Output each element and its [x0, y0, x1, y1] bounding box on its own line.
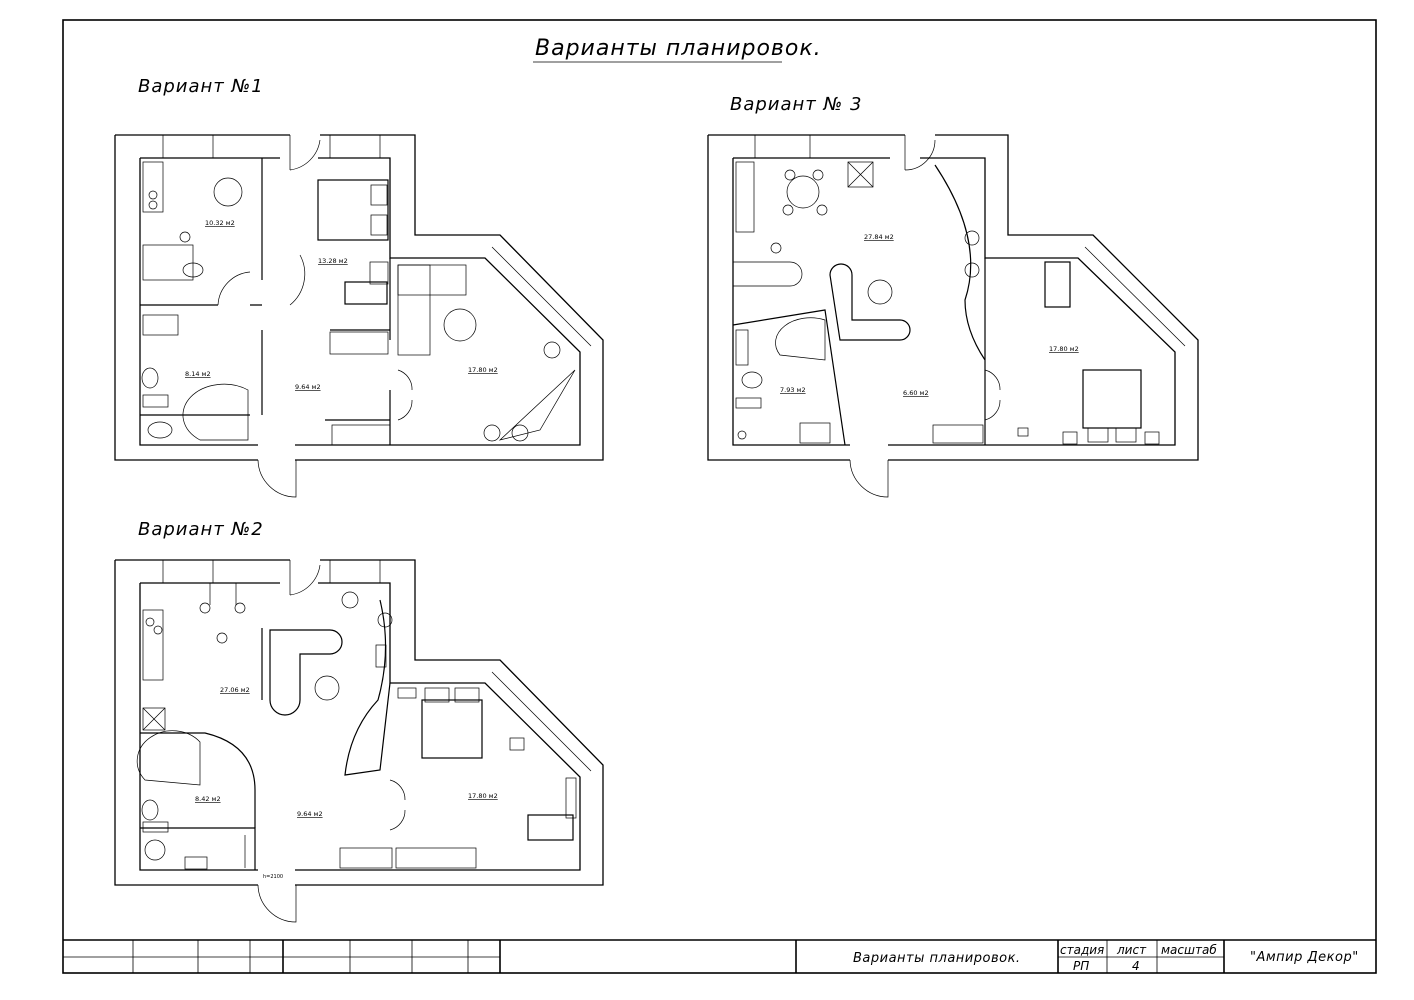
plan2-door-height: h=2100 — [263, 874, 283, 880]
variant-2-label: Вариант №2 — [138, 519, 264, 540]
plan1-area-hall: 9.64 м2 — [295, 383, 321, 391]
plan2-area-bedroom: 17.80 м2 — [468, 792, 498, 800]
floor-plan-variant-2: h=2100 27.06 м2 8.42 м2 9.64 м2 17.80 м2 — [114, 559, 604, 923]
title-block: Варианты планировок. стадия лист масштаб… — [63, 939, 1376, 973]
title-block-stage-value: РП — [1073, 959, 1089, 973]
plan2-area-hall: 9.64 м2 — [297, 810, 323, 818]
title-block-sheet-name: Варианты планировок. — [853, 951, 1021, 966]
title-block-stage-header: стадия — [1060, 943, 1104, 957]
plan2-area-living: 27.06 м2 — [220, 686, 250, 694]
plan3-area-hall: 6.60 м2 — [903, 389, 929, 397]
floor-plan-variant-3: 27.84 м2 7.93 м2 6.60 м2 17.80 м2 — [707, 134, 1199, 498]
title-block-sheet-header: лист — [1116, 943, 1147, 957]
title-block-scale-header: масштаб — [1161, 943, 1217, 957]
floor-plan-variant-1: 10.32 м2 13.28 м2 8.14 м2 9.64 м2 17.80 … — [114, 134, 604, 498]
plan3-area-living: 27.84 м2 — [864, 233, 894, 241]
plan1-area-living: 17.80 м2 — [468, 366, 498, 374]
plan1-area-bath: 8.14 м2 — [185, 370, 211, 378]
title-block-sheet-value: 4 — [1132, 959, 1140, 973]
plan3-area-bedroom: 17.80 м2 — [1049, 345, 1079, 353]
sheet-frame — [62, 19, 1377, 974]
sheet-title: Варианты планировок. — [535, 36, 822, 61]
variant-1-label: Вариант №1 — [138, 76, 264, 97]
plan1-area-kitchen: 10.32 м2 — [205, 219, 235, 227]
variant-3-label: Вариант № 3 — [730, 94, 862, 115]
title-block-company: "Ампир Декор" — [1250, 950, 1359, 965]
plan1-area-bedroom: 13.28 м2 — [318, 257, 348, 265]
plan3-area-bath: 7.93 м2 — [780, 386, 806, 394]
plan2-area-bath: 8.42 м2 — [195, 795, 221, 803]
